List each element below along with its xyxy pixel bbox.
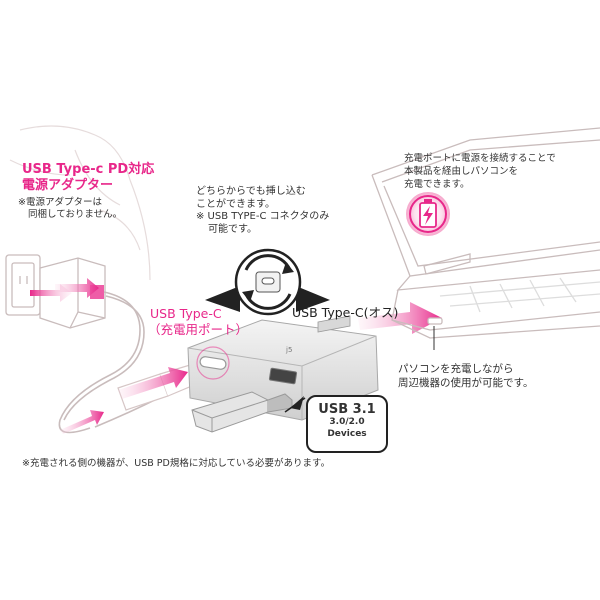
arrow-along-cable [60,410,104,434]
charging-port-label-line1: USB Type-C [150,306,222,321]
reversible-note-line1: どちらからでも挿し込む [196,186,306,197]
laptop [371,127,600,339]
usb-badge-sub1: 3.0/2.0 [329,417,365,427]
laptop-usage-note-line2: 周辺機器の使用が可能です。 [398,377,534,390]
charging-port-label: USB Type-C （充電用ポート） [148,306,248,337]
usb-flash-drive [191,391,293,433]
male-connector-label: USB Type-C(オス) [292,305,399,320]
adapter-title: USB Type-c PD対応 電源アダプター [22,162,154,195]
arrow-into-adapter [55,278,99,298]
arrow-into-charging-port [118,367,188,399]
usb-devices-badge: USB 3.1 3.0/2.0 Devices [306,395,388,453]
adapter-note-line1: ※電源アダプターは [18,197,102,208]
charging-port-label-line2: （充電用ポート） [148,321,249,337]
reversible-note-line3: ※ USB TYPE-C コネクタのみ [196,211,330,222]
reversible-note-line2: ことができます。 [196,198,275,210]
brand-logo: j5 [285,346,292,354]
arrow-into-laptop [358,302,442,334]
adapter-title-line2: 電源アダプター [22,178,114,194]
adapter-title-line1: USB Type-c PD対応 [22,162,155,177]
background-sketch [9,125,151,281]
laptop-charge-note-line1: 充電ポートに電源を接続することで [404,153,556,164]
laptop-charge-note-line2: 本製品を経由しパソコンを [404,165,519,177]
reversible-note-line4: 可能です。 [208,223,257,235]
usb-badge-title: USB 3.1 [318,402,376,417]
usb-badge-sub2: Devices [327,428,367,439]
wall-outlet [5,254,41,316]
adapter-note: ※電源アダプターは 同梱しておりません。 [18,197,122,221]
reversible-note: どちらからでも挿し込む ことができます。 ※ USB TYPE-C コネクタのみ… [196,186,329,236]
adapter-note-line2: 同梱しておりません。 [28,208,123,220]
laptop-usage-note: パソコンを充電しながら 周辺機器の使用が可能です。 [398,362,533,390]
laptop-charge-note: 充電ポートに電源を接続することで 本製品を経由しパソコンを 充電できます。 [404,153,556,191]
footnote: ※充電される側の機器が、USB PD規格に対応している必要があります。 [22,458,331,469]
lightning-icon [406,192,450,236]
reversible-arrows-icon [205,248,330,316]
laptop-usage-note-line1: パソコンを充電しながら [398,363,514,375]
laptop-charge-note-line3: 充電できます。 [404,178,470,190]
power-adapter [39,257,106,329]
